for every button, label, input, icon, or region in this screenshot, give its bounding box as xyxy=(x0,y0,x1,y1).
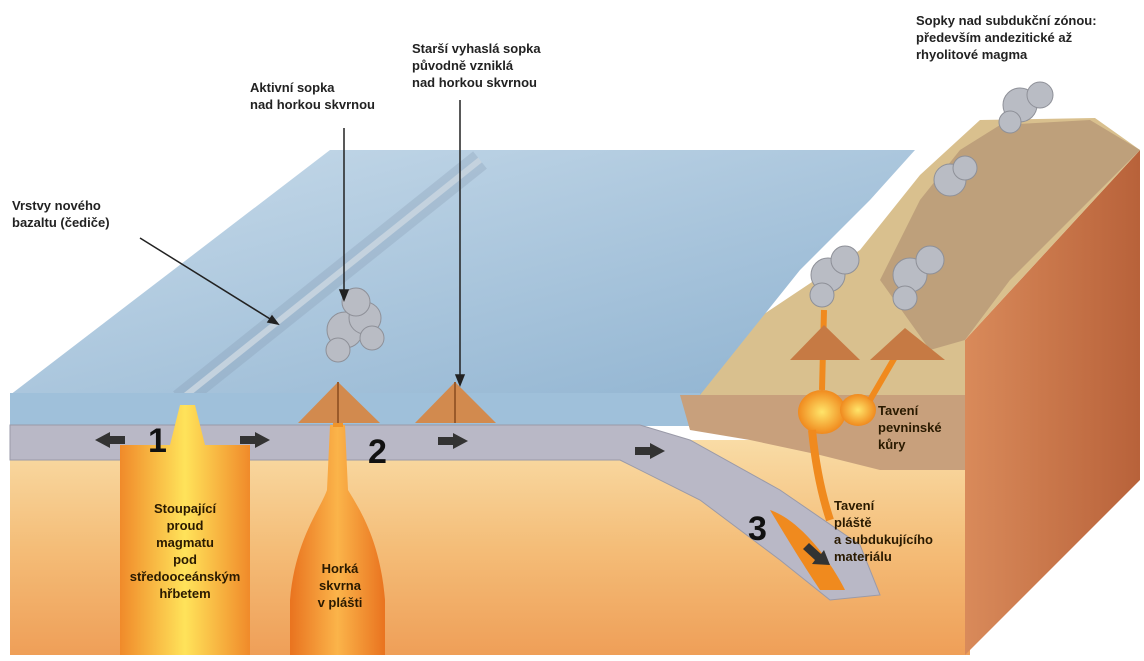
label-rising-magma: Stoupající proud magmatu pod středooceán… xyxy=(110,500,260,602)
label-new-basalt: Vrstvy nového bazaltu (čediče) xyxy=(12,197,110,231)
label-subduction-volcanoes: Sopky nad subdukční zónou: především and… xyxy=(916,12,1097,63)
label-hotspot: Horká skvrna v plášti xyxy=(300,560,380,611)
crust-melt-blob-1 xyxy=(798,390,846,434)
label-active-volcano: Aktivní sopka nad horkou skvrnou xyxy=(250,79,375,113)
marker-2: 2 xyxy=(368,433,387,472)
label-extinct-volcano: Starší vyhaslá sopka původně vzniklá nad… xyxy=(412,40,541,91)
label-mantle-melting: Tavení pláště a subdukujícího materiálu xyxy=(834,497,933,565)
marker-3: 3 xyxy=(748,510,767,549)
label-crust-melting: Tavení pevninské kůry xyxy=(878,402,942,453)
marker-1: 1 xyxy=(148,422,167,461)
